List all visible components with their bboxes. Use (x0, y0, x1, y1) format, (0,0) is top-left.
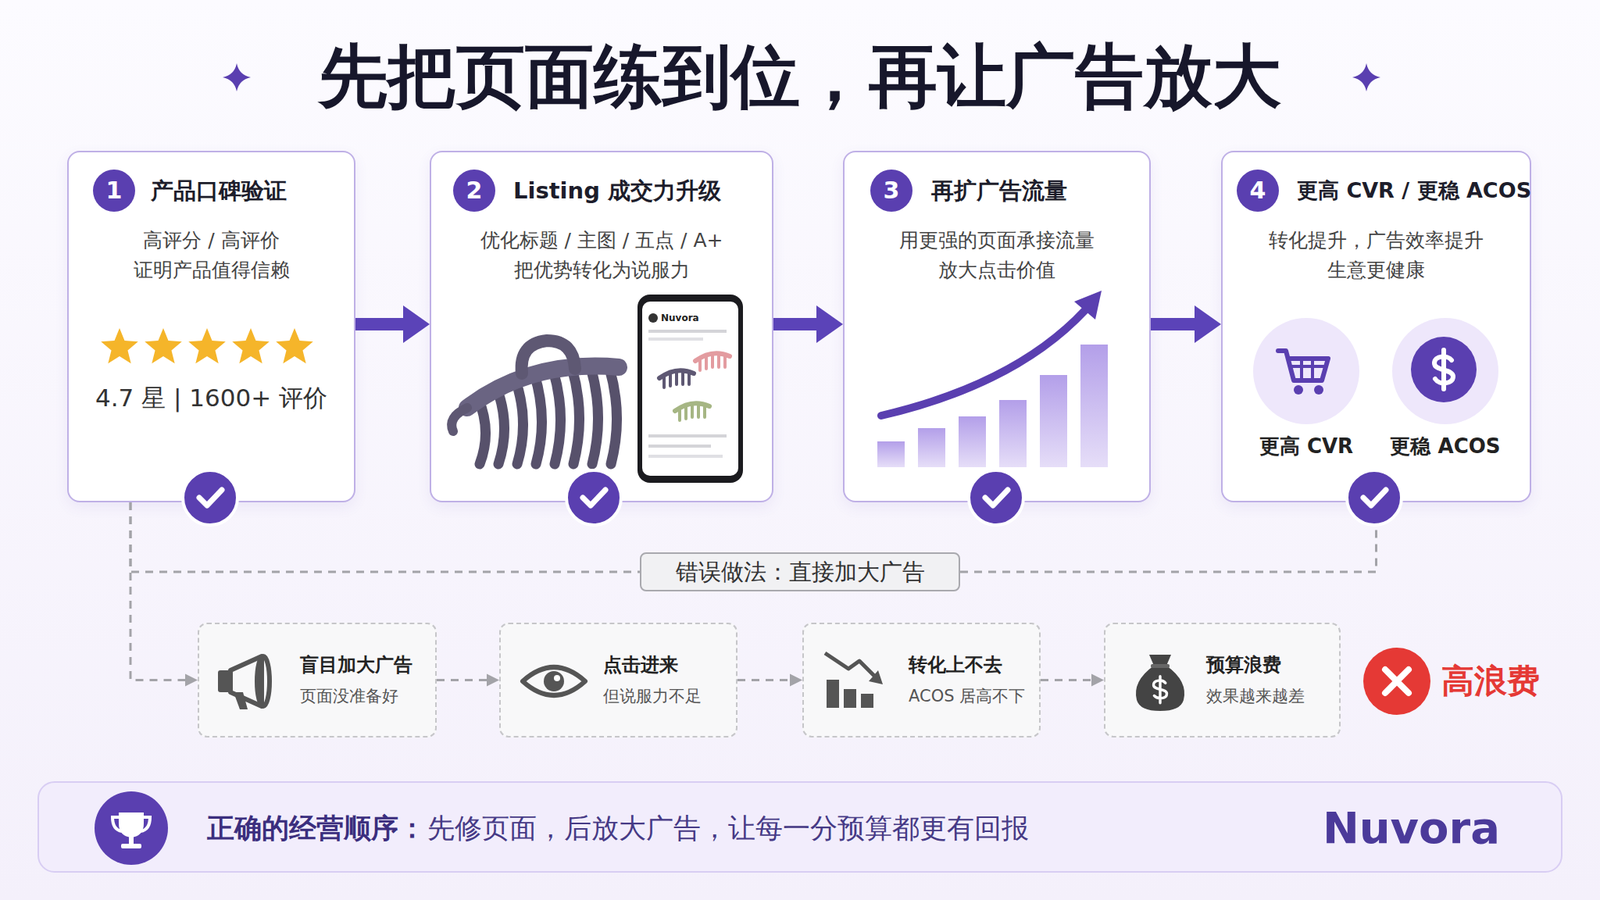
phone-brand: Nuvora (660, 311, 700, 325)
mistake-title: 预算浪费 (1206, 651, 1282, 679)
waste-label: 高浪费 (1441, 659, 1540, 704)
title-ornament (1385, 76, 1572, 79)
dashed-connector (130, 502, 640, 572)
arrow-head (1091, 674, 1104, 687)
connector-line (436, 678, 490, 682)
summary-banner: 正确的经营顺序：先修页面，后放大广告，让每一分预算都更有回报 Nuvora (37, 781, 1563, 873)
arrow-head (185, 674, 198, 687)
arrow-head (486, 674, 500, 687)
step-number: 1 (92, 169, 136, 212)
dashed-connector (1040, 674, 1104, 687)
connector-line (960, 502, 1377, 572)
flow-arrow (1150, 305, 1222, 343)
connector-line (130, 502, 640, 572)
summary-text: 先修页面，后放大广告，让每一分预算都更有回报 (427, 809, 1029, 847)
mistake-step: 转化上不去 ACOS 居高不下 (802, 622, 1041, 738)
mistake-step: 盲目加大广告页面没准备好 (197, 622, 437, 738)
step-heading: 产品口碑验证 (150, 175, 287, 207)
mistake-detail: 效果越来越差 (1206, 684, 1305, 708)
step-card: 2 Listing 成交力升级优化标题 / 主图 / 五点 / A+ 把优势转化为… (429, 150, 774, 503)
step-number: 2 (453, 169, 496, 212)
error-badge (1363, 647, 1431, 715)
connector-line (355, 317, 409, 331)
dashed-connector (436, 674, 500, 687)
mistake-detail: ACOS 居高不下 (908, 684, 1025, 708)
rating-text: 4.7 星 | 1600+ 评价 (68, 378, 354, 417)
mistake-title: 盲目加大广告 (300, 651, 413, 679)
connector-line (130, 502, 188, 681)
dashed-connector (737, 674, 803, 687)
connector-line (773, 317, 822, 331)
mistake-title: 点击进来 (603, 651, 679, 679)
step-number: 3 (870, 169, 913, 212)
connector-line (1150, 317, 1200, 331)
circle-background (1253, 317, 1360, 425)
circle-background (1392, 317, 1499, 425)
step-description: 用更强的页面承接流量 放大点击价值 (864, 225, 1130, 286)
step-description: 优化标题 / 主图 / 五点 / A+ 把优势转化为说服力 (468, 225, 735, 286)
title-ornament (222, 63, 251, 92)
arrow-head (1194, 305, 1222, 343)
summary-lead: 正确的经营顺序： (207, 809, 426, 847)
step-heading: 再扩广告流量 (931, 175, 1068, 207)
check-badge (182, 470, 1402, 525)
diagram-title: 先把页面练到位，再让广告放大 (0, 33, 1600, 120)
metric-label: 更稳 ACOS (1382, 432, 1508, 461)
mistake-step: 预算浪费效果越来越差 (1103, 622, 1341, 738)
step-card: 3 再扩广告流量用更强的页面承接流量 放大点击价值 (842, 150, 1151, 503)
title-ornament (1352, 63, 1381, 92)
brand-logo: Nuvora (1322, 800, 1500, 856)
flow-arrow (773, 305, 843, 343)
connector-line (737, 678, 793, 682)
title-ornament (30, 76, 218, 79)
connector-line (1040, 678, 1094, 682)
step-card: 1 产品口碑验证高评分 / 高评价 证明产品值得信赖 4.7 星 | 1600+ 评… (67, 150, 356, 503)
warning-tag: 错误做法：直接加大广告 (639, 552, 961, 592)
metric-circle: 更稳 ACOS (1382, 317, 1508, 475)
dashed-connector (130, 502, 198, 687)
arrow-head (789, 674, 803, 687)
step-description: 转化提升，广告效率提升 生意更健康 (1243, 225, 1510, 286)
metric-label: 更高 CVR (1243, 432, 1369, 461)
step-heading: 更高 CVR / 更稳 ACOS (1296, 175, 1532, 207)
error-badge (1363, 647, 1431, 715)
metric-circle: 更高 CVR (1243, 317, 1369, 475)
step-heading: Listing 成交力升级 (513, 175, 722, 207)
arrow-head (816, 305, 843, 343)
error-badge (1385, 669, 1409, 693)
step-number: 4 (1236, 169, 1279, 212)
dashed-connector (960, 502, 1377, 572)
mistake-step: 点击进来但说服力不足 (499, 622, 738, 738)
mistake-detail: 但说服力不足 (603, 684, 702, 708)
step-description: 高评分 / 高评价 证明产品值得信赖 (78, 225, 345, 286)
warning-text: 错误做法：直接加大广告 (641, 553, 959, 590)
arrow-head (403, 305, 430, 343)
mistake-title: 转化上不去 (908, 651, 1003, 679)
flow-arrow (355, 305, 430, 343)
step-card: 4 更高 CVR / 更稳 ACOS 转化提升，广告效率提升 生意更健康更高 CVR… (1221, 150, 1532, 503)
mistake-detail: 页面没准备好 (300, 684, 399, 708)
